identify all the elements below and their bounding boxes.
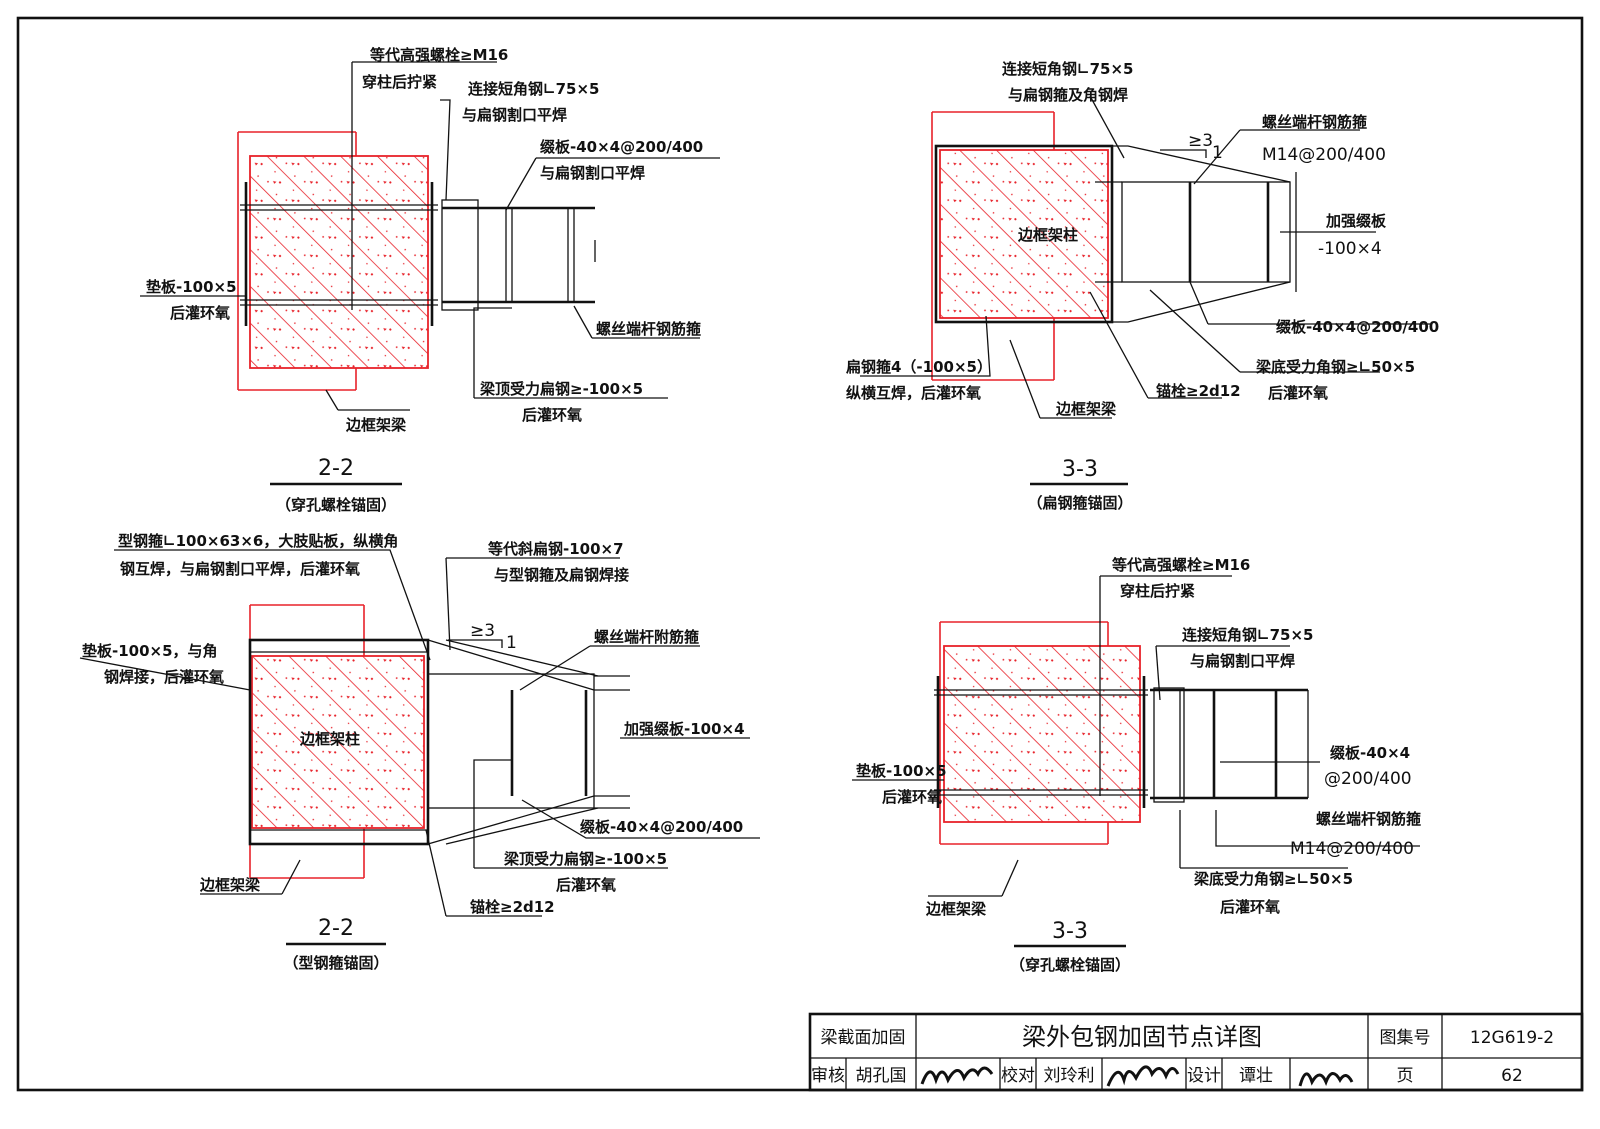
label-slope: ≥3	[470, 621, 495, 641]
label-bottom-angle-note: 后灌环氧	[1268, 384, 1328, 402]
label-bottom-angle-note: 后灌环氧	[1220, 898, 1280, 916]
sheet-border	[16, 16, 1584, 1092]
view-title: 3-3	[1052, 919, 1088, 944]
column-section	[251, 655, 425, 829]
column-section	[249, 155, 429, 369]
label-top-flat: 梁顶受力扁钢≥-100×5	[479, 380, 643, 398]
label-angle-note: 与扁钢箍及角钢焊	[1008, 86, 1128, 104]
label-batten-spacing: @200/400	[1324, 769, 1412, 789]
page-number: 62	[1501, 1066, 1523, 1086]
label-pad-note: 钢焊接，后灌环氧	[104, 668, 224, 686]
label-threaded-hoop: 螺丝端杆附筋箍	[594, 628, 699, 646]
checker-signature	[1106, 1065, 1180, 1087]
label-section-hoop-note: 钢互焊，与扁钢割口平焊，后灌环氧	[120, 560, 360, 578]
category-cell: 梁截面加固	[821, 1028, 906, 1048]
view-3-3-bolt: 等代高强螺栓≥M16 穿柱后拧紧 连接短角钢∟75×5 与扁钢割口平焊 垫板-1…	[852, 556, 1421, 974]
reviewer-signature	[920, 1066, 994, 1085]
label-pad-note: 后灌环氧	[882, 788, 942, 806]
view-subtitle: （型钢箍锚固）	[283, 954, 388, 972]
label-angle-note: 与扁钢割口平焊	[1190, 652, 1295, 670]
label-anchor: 锚栓≥2d12	[1156, 382, 1241, 400]
column-section	[939, 149, 1109, 319]
label-threaded-hoop: 螺丝端杆钢筋箍	[596, 320, 701, 338]
label-threaded-hoop: 螺丝端杆钢筋箍	[1316, 810, 1421, 828]
reviewer-name: 胡孔国	[856, 1066, 907, 1086]
label-batten-note: 与扁钢割口平焊	[540, 164, 645, 182]
label-bolt: 等代高强螺栓≥M16	[1112, 556, 1250, 574]
label-batten: 缀板-40×4@200/400	[1276, 318, 1439, 336]
label-threaded-spacing: M14@200/400	[1290, 839, 1414, 859]
view-title: 2-2	[318, 456, 354, 481]
check-label: 校对	[1001, 1066, 1035, 1086]
label-diag-flat: 等代斜扁钢-100×7	[488, 540, 624, 558]
label-beam: 边框架梁	[199, 876, 261, 894]
label-beam: 边框架梁	[925, 900, 987, 918]
label-batten: 缀板-40×4	[1330, 744, 1410, 762]
label-pad-note: 后灌环氧	[170, 304, 230, 322]
label-angle: 连接短角钢∟75×5	[1002, 60, 1133, 78]
label-strong-batten: 加强缀板-100×4	[623, 720, 745, 738]
label-bolt-note: 穿柱后拧紧	[1120, 582, 1195, 600]
label-batten: 缀板-40×4@200/400	[580, 818, 743, 836]
label-bottom-angle: 梁底受力角钢≥∟50×5	[1255, 358, 1415, 376]
label-beam: 边框架梁	[345, 416, 407, 434]
label-slope-unit: 1	[1212, 143, 1223, 163]
design-label: 设计	[1187, 1066, 1221, 1086]
checker-name: 刘玲利	[1044, 1066, 1095, 1086]
label-anchor: 锚栓≥2d12	[470, 898, 555, 916]
label-bolt-note: 穿柱后拧紧	[362, 73, 437, 91]
label-bottom-angle: 梁底受力角钢≥∟50×5	[1193, 870, 1353, 888]
label-slope: ≥3	[1188, 131, 1213, 151]
label-column: 边框架柱	[299, 730, 360, 748]
view-subtitle: （扁钢箍锚固）	[1027, 494, 1132, 512]
label-strong-batten-size: -100×4	[1318, 239, 1382, 259]
label-top-flat-note: 后灌环氧	[522, 406, 582, 424]
atlas-number: 12G619-2	[1470, 1028, 1554, 1048]
label-diag-flat-note: 与型钢箍及扁钢焊接	[494, 566, 629, 584]
label-pad: 垫板-100×5	[146, 278, 237, 296]
label-pad: 垫板-100×5，与角	[82, 642, 218, 660]
view-2-2-bolt: 等代高强螺栓≥M16 穿柱后拧紧 连接短角钢∟75×5 与扁钢割口平焊 缀板-4…	[140, 46, 720, 514]
label-top-flat-note: 后灌环氧	[556, 876, 616, 894]
label-bolt: 等代高强螺栓≥M16	[370, 46, 508, 64]
view-3-3-flat-hoop: 连接短角钢∟75×5 与扁钢箍及角钢焊 ≥3 1 螺丝端杆钢筋箍 M14@200…	[846, 60, 1439, 512]
view-subtitle: （穿孔螺栓锚固）	[1010, 956, 1130, 974]
review-label: 审核	[811, 1066, 845, 1086]
label-section-hoop: 型钢箍∟100×63×6，大肢贴板，纵横角	[118, 532, 398, 550]
label-angle: 连接短角钢∟75×5	[468, 80, 599, 98]
label-beam: 边框架梁	[1055, 400, 1117, 418]
label-threaded-spacing: M14@200/400	[1262, 145, 1386, 165]
label-angle-note: 与扁钢割口平焊	[462, 106, 567, 124]
label-top-flat: 梁顶受力扁钢≥-100×5	[503, 850, 667, 868]
label-flat-hoop-note: 纵横互焊，后灌环氧	[846, 384, 981, 402]
page-label: 页	[1397, 1066, 1414, 1086]
view-title: 3-3	[1062, 457, 1098, 482]
designer-name: 谭壮	[1239, 1066, 1273, 1086]
label-strong-batten: 加强缀板	[1325, 212, 1387, 230]
view-title: 2-2	[318, 916, 354, 941]
view-subtitle: （穿孔螺栓锚固）	[276, 496, 396, 514]
view-2-2-section-hoop: 型钢箍∟100×63×6，大肢贴板，纵横角 钢互焊，与扁钢割口平焊，后灌环氧 等…	[79, 532, 760, 972]
label-batten: 缀板-40×4@200/400	[540, 138, 703, 156]
label-angle: 连接短角钢∟75×5	[1182, 626, 1313, 644]
designer-signature	[1298, 1072, 1354, 1087]
column-section	[943, 645, 1141, 823]
title-block: 梁截面加固 梁外包钢加固节点详图 图集号 12G619-2 审核 胡孔国 校对 …	[808, 1012, 1584, 1092]
label-column: 边框架柱	[1017, 226, 1078, 244]
drawing-title: 梁外包钢加固节点详图	[1022, 1023, 1262, 1051]
label-slope-unit: 1	[506, 633, 517, 653]
label-threaded-hoop: 螺丝端杆钢筋箍	[1262, 113, 1367, 131]
label-pad: 垫板-100×5	[856, 762, 947, 780]
atlas-label: 图集号	[1380, 1028, 1431, 1048]
label-flat-hoop: 扁钢箍4（-100×5）	[846, 358, 992, 376]
